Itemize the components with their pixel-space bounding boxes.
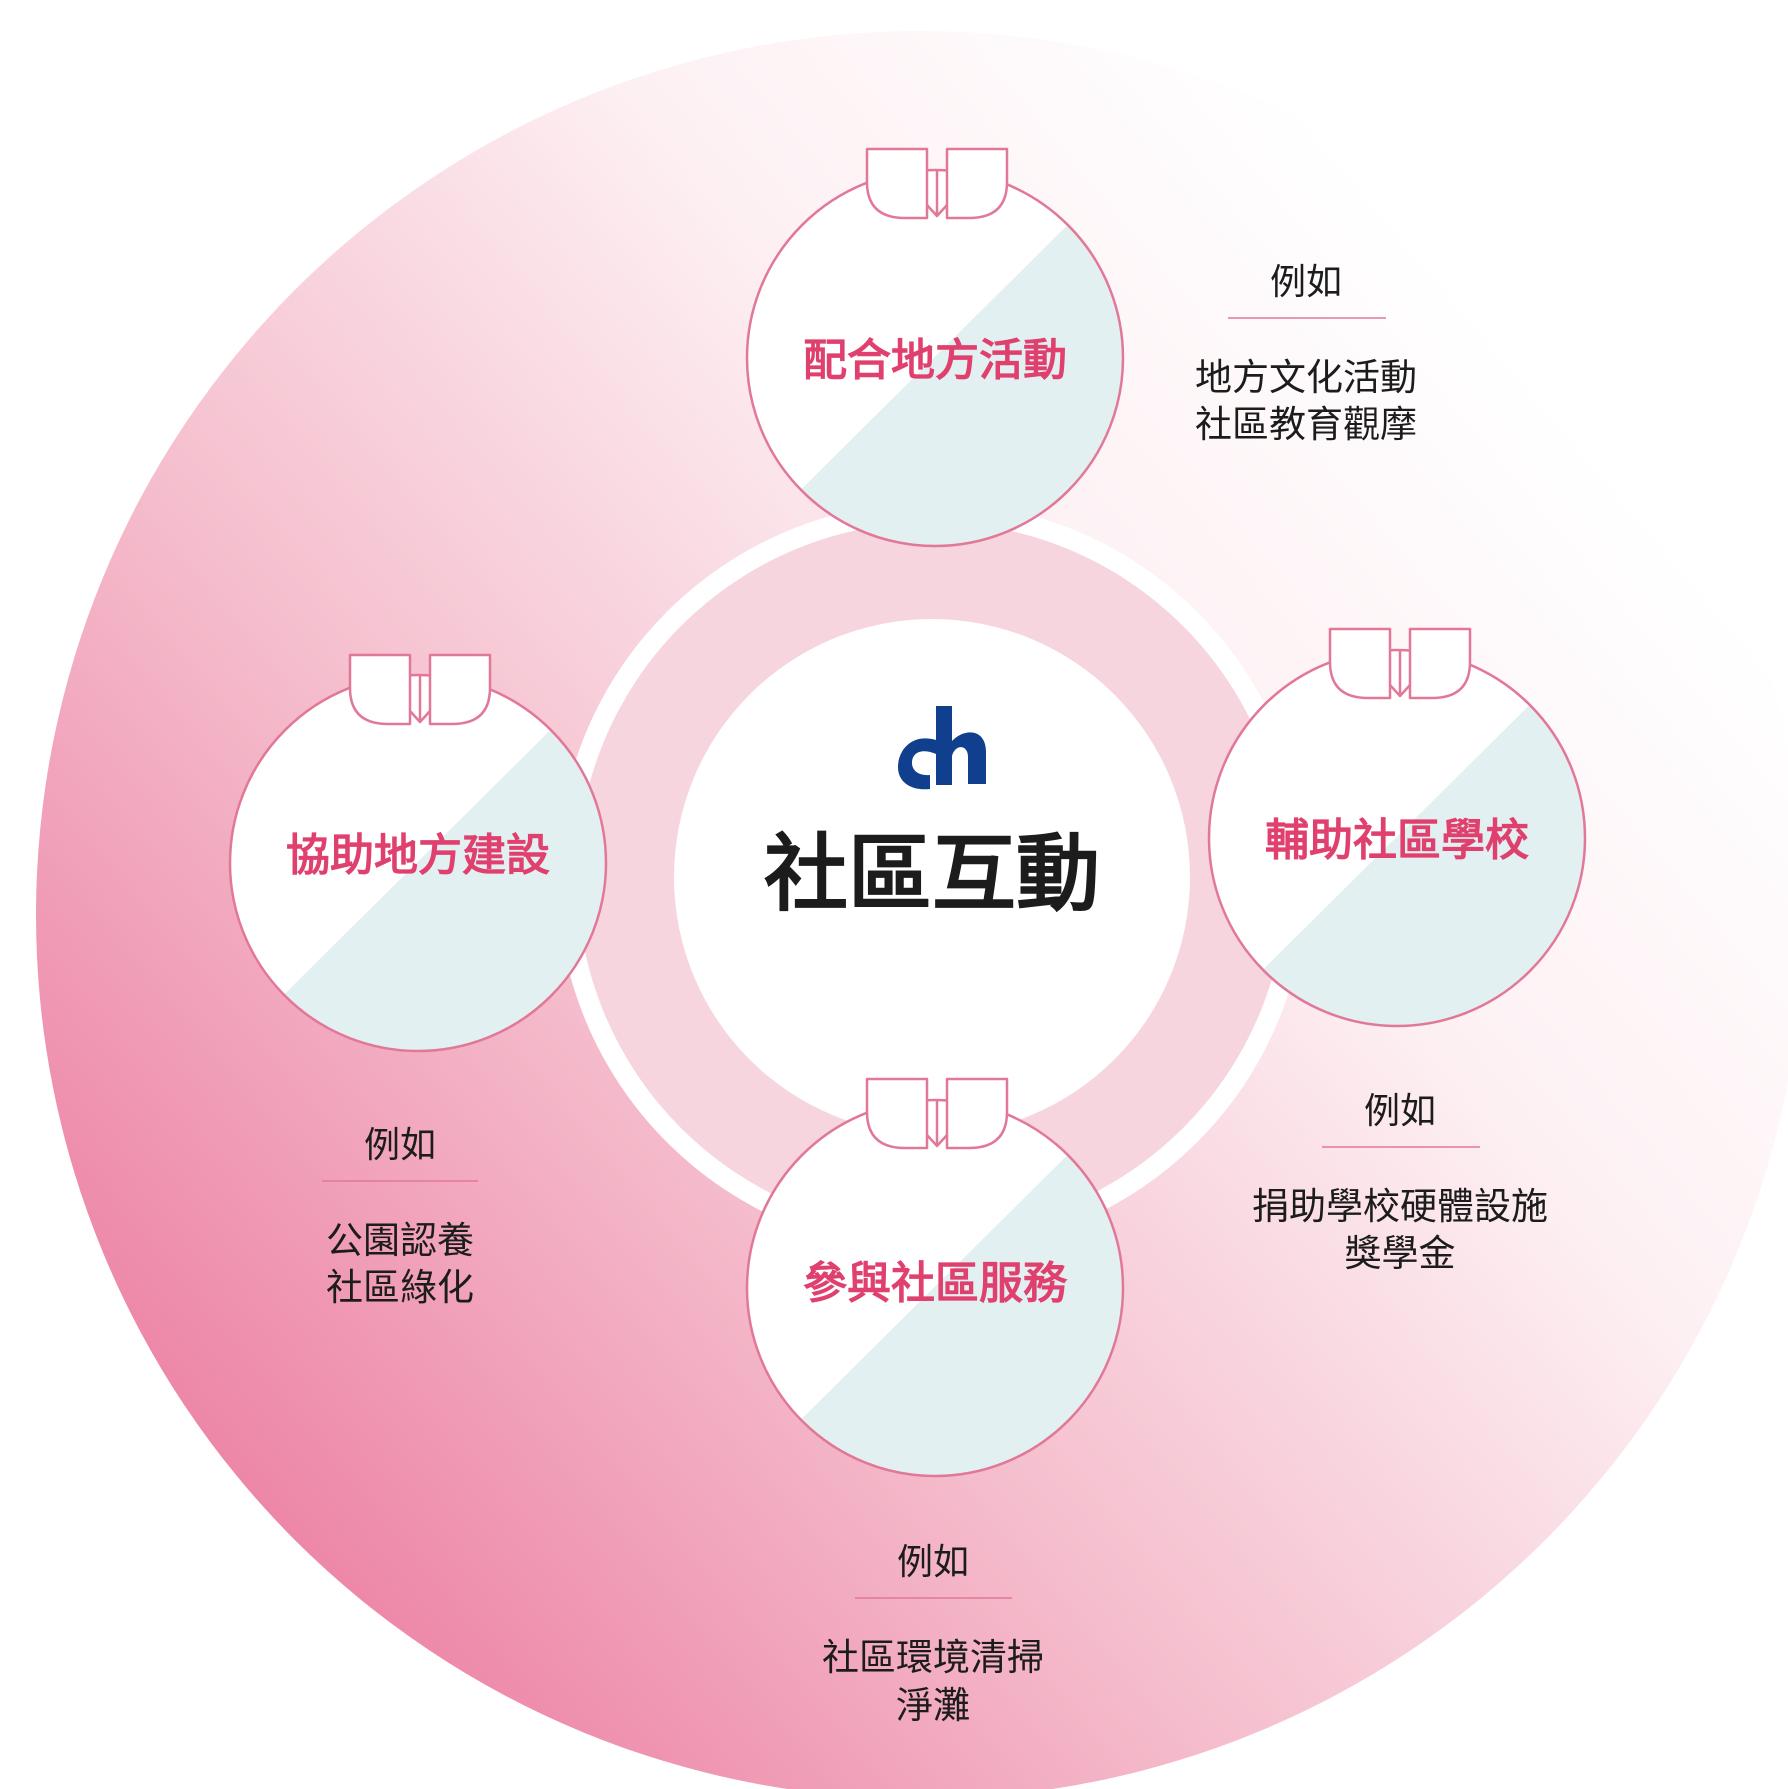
example-right: 例如 捐助學校硬體設施 獎學金	[1252, 1091, 1548, 1275]
example-left: 例如 公園認養 社區綠化	[322, 1125, 478, 1309]
example-bottom: 例如 社區環境清掃 淨灘	[822, 1542, 1044, 1727]
example-top-heading: 例如	[1270, 262, 1342, 303]
center-core	[674, 619, 1190, 1135]
sprout-icon	[865, 1077, 1009, 1150]
example-bottom-line-2: 淨灘	[896, 1684, 970, 1727]
example-top-line-2: 社區教育觀摩	[1195, 403, 1417, 446]
sprout-icon	[348, 653, 492, 726]
example-left-heading: 例如	[364, 1125, 436, 1166]
example-bottom-line-1: 社區環境清掃	[822, 1636, 1044, 1679]
example-left-line-2: 社區綠化	[326, 1266, 474, 1309]
node-bottom: 參與社區服務	[745, 1077, 1125, 1478]
example-right-line-2: 獎學金	[1345, 1232, 1456, 1275]
example-bottom-heading: 例如	[897, 1542, 969, 1583]
example-left-line-1: 公園認養	[326, 1219, 474, 1262]
company-logo-icon	[898, 706, 986, 790]
sprout-icon	[1328, 627, 1472, 700]
node-top-title: 配合地方活動	[803, 335, 1067, 386]
node-right-title: 輔助社區學校	[1265, 815, 1529, 866]
example-right-line-1: 捐助學校硬體設施	[1252, 1185, 1548, 1228]
node-top: 配合地方活動	[745, 147, 1125, 548]
node-right: 輔助社區學校	[1207, 627, 1587, 1028]
example-top: 例如 地方文化活動 社區教育觀摩	[1195, 262, 1417, 446]
node-left: 協助地方建設	[228, 653, 608, 1053]
sprout-icon	[865, 147, 1009, 220]
node-left-title: 協助地方建設	[286, 830, 550, 881]
example-top-line-1: 地方文化活動	[1195, 356, 1417, 399]
example-right-heading: 例如	[1364, 1091, 1436, 1132]
node-bottom-title: 參與社區服務	[803, 1258, 1068, 1309]
center-title: 社區互動	[764, 825, 1100, 923]
